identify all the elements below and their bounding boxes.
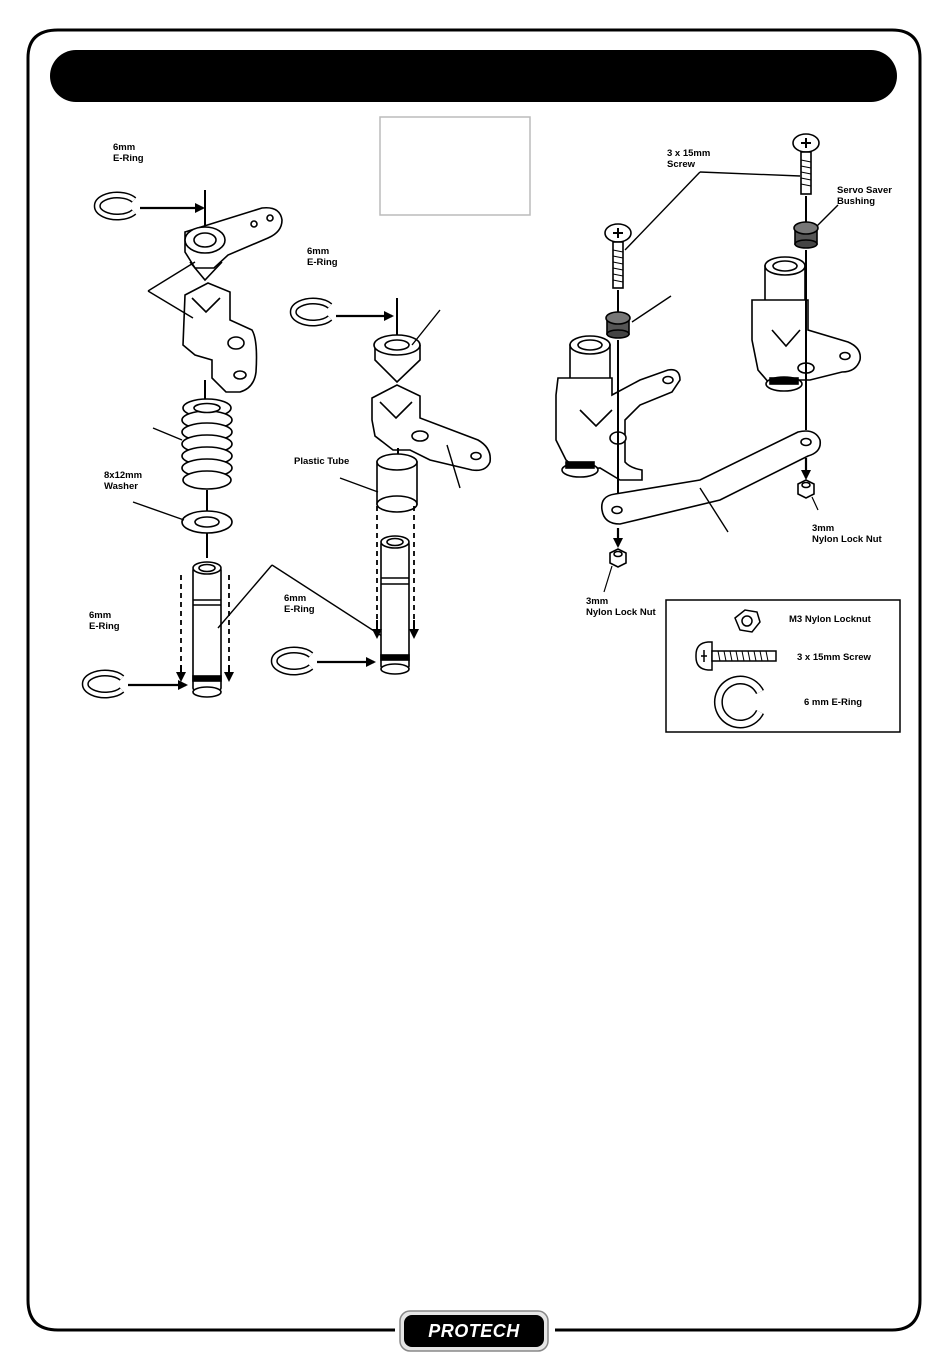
servo-saver-bushing-right: [794, 222, 818, 248]
header-title-bar: [50, 50, 897, 102]
label-nut-left: 3mm Nylon Lock Nut: [586, 596, 656, 618]
label-nut-right: 3mm Nylon Lock Nut: [812, 523, 882, 545]
label-e-ring-bottom-left: 6mm E-Ring: [89, 610, 120, 632]
screw-left: [605, 224, 631, 288]
brand-name: PROTECH: [404, 1315, 544, 1347]
label-washer: 8x12mm Washer: [104, 470, 142, 492]
plastic-tube: [377, 454, 417, 512]
label-servo-saver-bushing: Servo Saver Bushing: [837, 185, 892, 207]
label-e-ring-top-left: 6mm E-Ring: [113, 142, 144, 164]
middle-assembly: [274, 298, 490, 674]
post-middle: [381, 536, 409, 674]
hex-nut-right: [798, 480, 814, 498]
legend-label-e-ring: 6 mm E-Ring: [804, 697, 862, 708]
post-left: [193, 562, 221, 697]
hex-nut-left: [610, 549, 626, 567]
screw-right: [793, 134, 819, 194]
label-screw-top: 3 x 15mm Screw: [667, 148, 710, 170]
e-ring-icon: [97, 195, 134, 217]
washer: [182, 511, 232, 533]
left-assembly: [85, 190, 388, 697]
servo-saver-bushing-left: [606, 312, 630, 338]
label-e-ring-bottom-mid: 6mm E-Ring: [284, 593, 315, 615]
e-ring-icon: [274, 650, 311, 672]
spring: [182, 399, 232, 489]
bushing-cup: [374, 335, 420, 382]
label-e-ring-mid: 6mm E-Ring: [307, 246, 338, 268]
legend-label-screw: 3 x 15mm Screw: [797, 652, 871, 663]
label-plastic-tube: Plastic Tube: [294, 456, 349, 467]
legend-label-locknut: M3 Nylon Locknut: [789, 614, 871, 625]
note-box: [380, 117, 530, 215]
e-ring-icon: [293, 301, 330, 323]
e-ring-icon: [85, 673, 122, 695]
